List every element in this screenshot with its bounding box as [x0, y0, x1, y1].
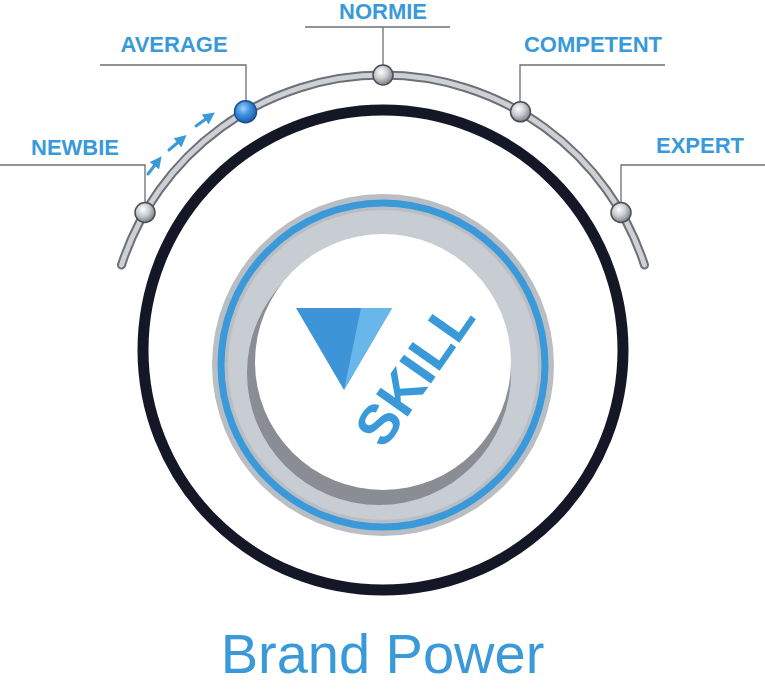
leader-line: [382, 27, 383, 66]
knob-shape: [211, 193, 555, 537]
progress-arrow: [169, 139, 182, 150]
leader-line: [520, 65, 665, 103]
dial-ring: [143, 110, 623, 590]
knob-blue-ring: [221, 203, 545, 527]
scale-dot: [373, 65, 393, 85]
leader-line: [0, 165, 145, 204]
skill-knob: SKILL: [211, 193, 555, 537]
knob-outer: [212, 194, 554, 536]
level-label: NORMIE: [339, 1, 427, 23]
knob-face: [255, 234, 511, 490]
level-label: COMPETENT: [524, 34, 662, 56]
scale-dot: [135, 203, 155, 223]
caption: Brand Power: [0, 626, 765, 682]
level-label: EXPERT: [656, 135, 744, 157]
knob-ring: [228, 210, 538, 520]
progress-arrows: [148, 116, 210, 174]
level-label: NEWBIE: [31, 137, 119, 159]
leader-line: [305, 26, 450, 27]
active-dot: [235, 101, 257, 123]
leader-line: [100, 65, 246, 103]
level-label: AVERAGE: [120, 34, 227, 56]
scale-dot: [511, 102, 531, 122]
progress-arrow: [196, 116, 210, 126]
scale-dot: [611, 203, 631, 223]
leader-line: [621, 165, 765, 204]
progress-arrow: [148, 161, 158, 174]
